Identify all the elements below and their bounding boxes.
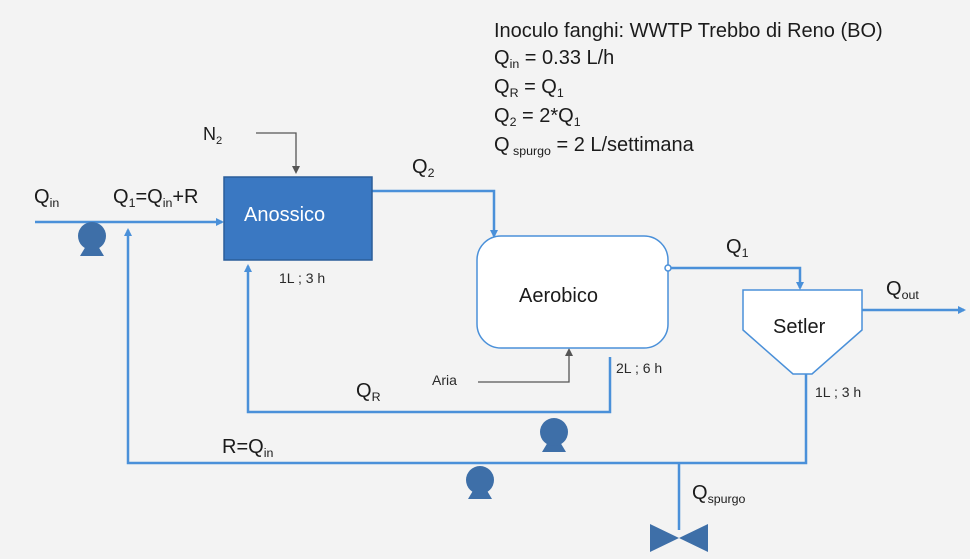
q2-line xyxy=(372,189,498,238)
qin-label: Qin xyxy=(34,186,60,211)
qr-pump-icon xyxy=(540,418,568,452)
qr-recycle-line xyxy=(244,264,612,414)
aria-line xyxy=(478,348,573,383)
aria-label: Aria xyxy=(432,372,457,388)
purge-valve-icon xyxy=(650,524,708,552)
n2-line xyxy=(256,132,300,174)
info-qin: Qin = 0.33 L/h xyxy=(494,47,615,72)
setler-spec: 1L ; 3 h xyxy=(815,384,862,400)
setler-vessel xyxy=(742,289,863,375)
aerobico-reactor xyxy=(476,235,669,349)
info-qspurgo: Q spurgo = 2 L/settimana xyxy=(494,134,694,159)
qspurgo-label: Qspurgo xyxy=(692,482,746,507)
anossico-reactor xyxy=(223,176,373,261)
inlet-pump-icon xyxy=(78,222,106,256)
q1-line xyxy=(668,266,804,290)
qr-label: QR xyxy=(356,380,381,405)
anossico-spec: 1L ; 3 h xyxy=(279,270,326,286)
r-pump-icon xyxy=(466,466,494,499)
info-qr: QR = Q1 xyxy=(494,76,564,101)
aerobico-spec: 2L ; 6 h xyxy=(616,360,663,376)
r-equation-label: R=Qin xyxy=(222,436,274,461)
info-q2: Q2 = 2*Q1 xyxy=(494,105,581,130)
q1-label: Q1 xyxy=(726,236,749,261)
aerobico-label: Aerobico xyxy=(519,285,598,307)
info-title: Inoculo fanghi: WWTP Trebbo di Reno (BO) xyxy=(494,20,883,42)
q2-label: Q2 xyxy=(412,156,435,181)
qout-label: Qout xyxy=(886,278,919,303)
n2-label: N2 xyxy=(203,124,223,147)
r-recycle-line xyxy=(124,228,808,465)
q1-equation-label: Q1=Qin+R xyxy=(113,186,199,211)
info-block: Inoculo fanghi: WWTP Trebbo di Reno (BO)… xyxy=(494,18,883,161)
setler-label: Setler xyxy=(773,316,826,338)
anossico-label: Anossico xyxy=(244,204,326,226)
